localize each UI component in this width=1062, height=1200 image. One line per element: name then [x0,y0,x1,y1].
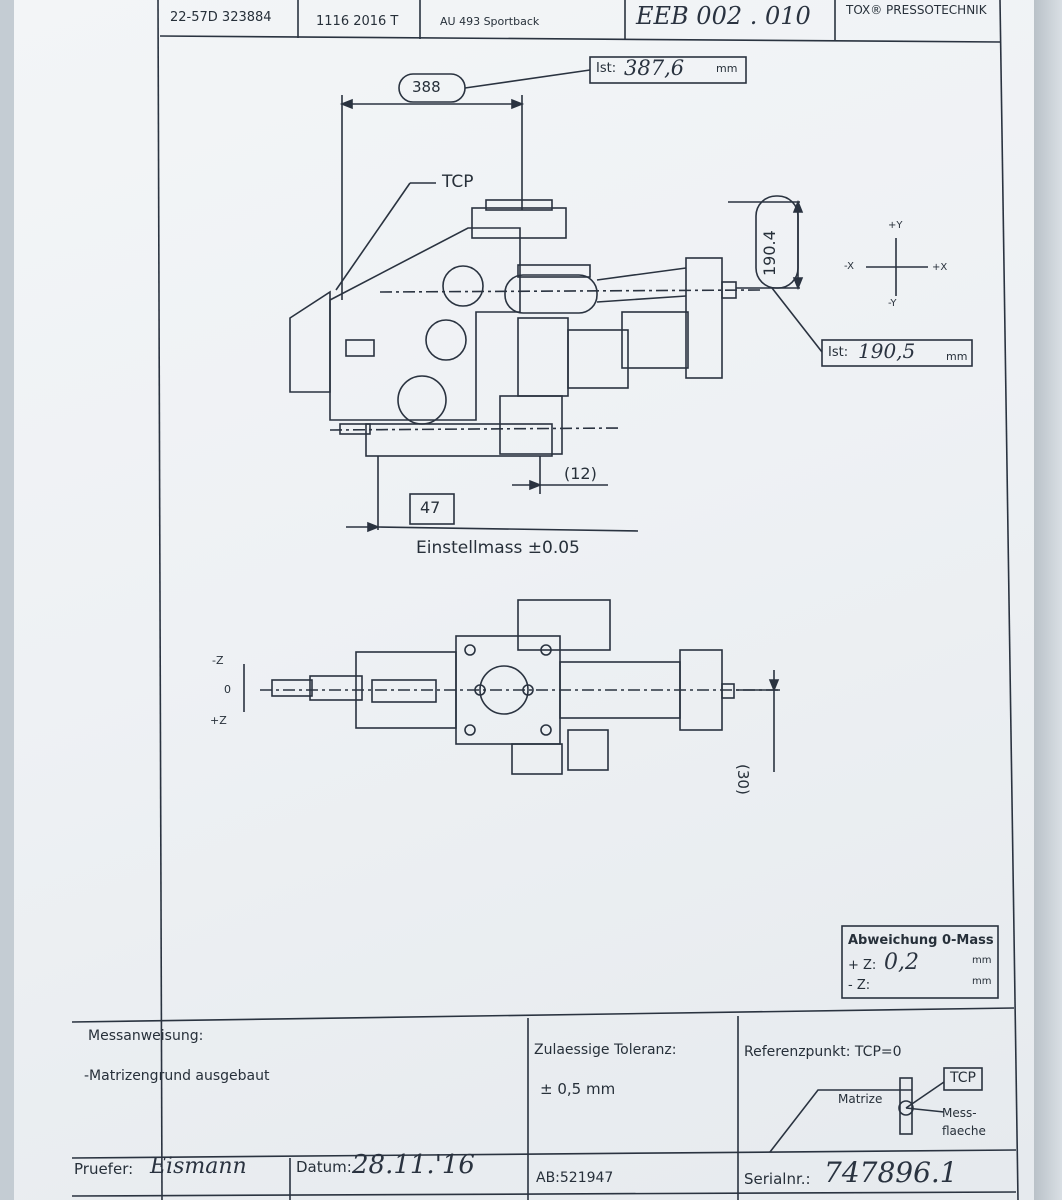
unit-mm-388: mm [716,62,738,75]
sheet-shadow [1034,0,1062,1200]
toleranz-value: ± 0,5 mm [540,1080,616,1098]
serial-value: 747896.1 [824,1156,958,1189]
part-number: 22-57D 323884 [170,10,272,25]
dim-388: 388 [412,78,441,96]
drawing-number: EEB 002 . 010 [636,2,811,30]
axis-plus-y: +Y [888,220,903,231]
deviation-title: Abweichung 0-Mass [848,933,994,948]
deviation-minus-z-label: - Z: [848,978,871,993]
frame-right-line [999,0,1019,1200]
deviation-unit-1: mm [972,955,992,966]
axis-plus-x: +X [932,262,948,273]
pruefer-signature: Eismann [150,1154,247,1179]
messanweisung-text: -Matrizengrund ausgebaut [84,1068,270,1084]
toleranz-label: Zulaessige Toleranz: [534,1042,677,1058]
deviation-plus-z-value: 0,2 [884,950,919,975]
page-edge [0,0,14,1200]
axis-minus-x: -X [844,261,854,272]
serial-label: Serialnr.: [744,1170,811,1188]
datum-value: 28.11.'16 [352,1150,475,1180]
ist-label-388: Ist: [596,61,617,76]
tcp-ref-label: TCP [950,1070,976,1086]
deviation-plus-z-label: + Z: [848,958,877,973]
ab-number: AB:521947 [536,1170,614,1186]
ist-value-190: 190,5 [858,339,916,363]
einstellmass-label: Einstellmass ±0.05 [416,538,580,558]
unit-mm-190: mm [946,350,968,363]
messanweisung-label: Messanweisung: [88,1028,204,1044]
pruefer-label: Pruefer: [74,1160,134,1178]
dim-47: 47 [420,498,441,517]
ist-label-190: Ist: [828,345,849,360]
project-name: AU 493 Sportback [440,15,540,28]
matrize-label: Matrize [838,1092,883,1106]
company-name: TOX® PRESSOTECHNIK [846,3,987,17]
top-plus-z: +Z [210,714,227,727]
deviation-unit-2: mm [972,976,992,987]
header-bottom-line [159,35,1001,43]
referenz-label: Referenzpunkt: TCP=0 [744,1044,902,1060]
dim-12: (12) [564,464,597,483]
tcp-label: TCP [442,172,474,192]
top-minus-z: -Z [212,654,224,667]
ist-value-388: 387,6 [624,56,685,80]
axis-minus-y: -Y [888,298,897,309]
top-zero: 0 [224,683,231,696]
messflaeche-label: Mess- flaeche [942,1106,986,1138]
dim-30: (30) [734,764,752,795]
dim-190: 190.4 [760,230,779,276]
frame-left-line [157,0,163,1200]
datum-label: Datum: [296,1158,352,1176]
code-number: 1116 2016 T [316,14,399,29]
